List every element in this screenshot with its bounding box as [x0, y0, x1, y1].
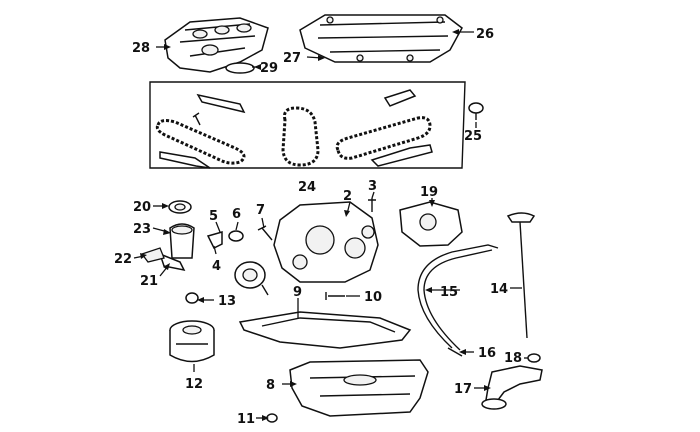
filter-adapter-23 — [169, 223, 195, 259]
oil-pickup — [481, 365, 543, 410]
timing-cover-bolt — [368, 198, 376, 212]
callout-4: 4 — [212, 259, 221, 274]
crank-damper — [234, 261, 269, 296]
callout-17: 17 — [454, 382, 472, 397]
seal-6 — [228, 230, 244, 242]
callout-6: 6 — [232, 207, 241, 222]
callout-21: 21 — [140, 274, 158, 289]
callout-26: 26 — [476, 27, 494, 42]
callout-28: 28 — [132, 41, 150, 56]
bolt-10 — [325, 292, 345, 300]
callout-20: 20 — [133, 200, 151, 215]
callout-27: 27 — [283, 51, 301, 66]
callout-23: 23 — [133, 222, 151, 237]
timing-chain-right — [335, 116, 432, 160]
callout-16: 16 — [478, 346, 496, 361]
callout-12: 12 — [185, 377, 203, 392]
timing-components-box — [149, 81, 466, 169]
timing-guide-right-lower — [370, 144, 433, 167]
callout-15: 15 — [440, 285, 458, 300]
bracket-4 — [206, 231, 223, 250]
callout-5: 5 — [209, 209, 218, 224]
timing-cover — [273, 201, 379, 283]
timing-guide-left-upper — [196, 93, 246, 114]
filter-seal-20 — [168, 200, 192, 214]
callout-25: 25 — [464, 129, 482, 144]
callout-8: 8 — [266, 378, 275, 393]
callout-7: 7 — [256, 203, 265, 218]
adapter-gasket-22 — [140, 247, 165, 263]
dipstick-tube — [417, 244, 499, 357]
callout-18: 18 — [504, 351, 522, 366]
callout-22: 22 — [114, 252, 132, 267]
callout-10: 10 — [364, 290, 382, 305]
bolt-7 — [257, 225, 273, 241]
callout-14: 14 — [490, 282, 508, 297]
pickup-seal — [527, 353, 541, 363]
callout-labels: 2 3 4 5 6 7 8 9 10 11 12 13 14 15 16 17 … — [114, 27, 522, 427]
tensioner-plug — [468, 102, 484, 120]
intake-manifold — [164, 17, 269, 73]
callout-11: 11 — [237, 412, 255, 427]
oil-pan — [289, 359, 429, 417]
callout-24: 24 — [298, 180, 316, 195]
drain-plug-13 — [185, 292, 199, 304]
oil-pump — [399, 201, 463, 247]
callout-13: 13 — [218, 294, 236, 309]
timing-chain-center — [281, 106, 320, 167]
timing-guide-left-lower — [159, 151, 211, 169]
oil-filter — [169, 320, 215, 363]
timing-guide-right-upper — [383, 89, 417, 107]
dipstick — [506, 212, 536, 339]
valve-cover — [299, 14, 463, 63]
callout-19: 19 — [420, 185, 438, 200]
callout-2: 2 — [343, 189, 352, 204]
oil-pan-gasket — [238, 311, 412, 349]
timing-bolt — [192, 112, 201, 126]
leader-lines — [133, 29, 528, 421]
intake-gasket — [225, 62, 255, 74]
callout-3: 3 — [368, 179, 377, 194]
callout-9: 9 — [293, 285, 302, 300]
callout-29: 29 — [260, 61, 278, 76]
timing-chain-left — [155, 119, 246, 165]
